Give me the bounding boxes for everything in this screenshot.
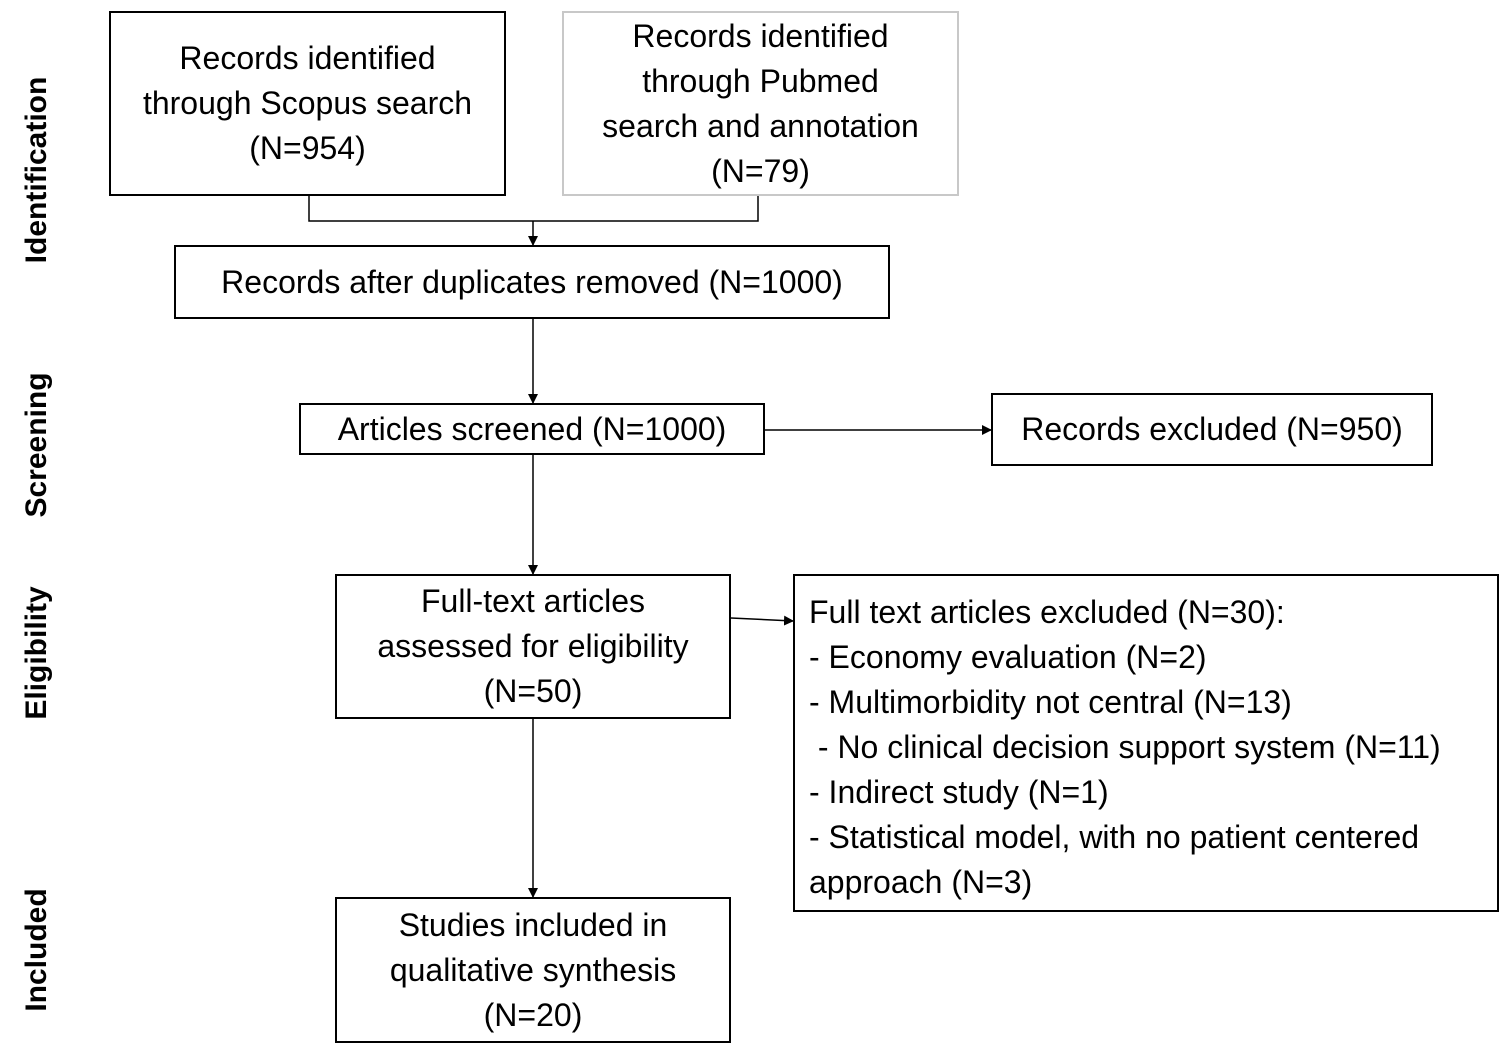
- box-line: qualitative synthesis: [389, 951, 677, 988]
- exclusion-reason: - No clinical decision support system (N…: [809, 729, 1441, 765]
- exclusion-reason: - Indirect study (N=1): [809, 774, 1109, 810]
- box-line: through Scopus search: [142, 85, 473, 121]
- arrow-fulltext-to-excluded: [730, 615, 794, 626]
- duplicates-removed-box: Records after duplicates removed (N=1000…: [174, 245, 890, 319]
- scopus-records-box: Records identified through Scopus search…: [109, 11, 506, 196]
- box-line: search and annotation: [602, 107, 919, 144]
- box-line: (N=50): [483, 673, 583, 709]
- full-text-excluded-box: Full text articles excluded (N=30): - Ec…: [793, 574, 1499, 912]
- exclusion-reason: approach (N=3): [809, 864, 1033, 900]
- box-line: (N=954): [249, 130, 366, 166]
- pubmed-records-box: Records identified through Pubmed search…: [562, 11, 959, 196]
- stage-label-identification: Identification: [20, 76, 53, 264]
- box-line: Articles screened (N=1000): [337, 410, 727, 447]
- stage-label-included: Included: [20, 888, 53, 1012]
- articles-screened-box: Articles screened (N=1000): [299, 403, 765, 455]
- exclusion-reason: - Statistical model, with no patient cen…: [809, 819, 1420, 855]
- box-line: Studies included in: [398, 906, 668, 943]
- stage-label-eligibility: Eligibility: [20, 586, 53, 720]
- exclusion-heading: Full text articles excluded (N=30):: [809, 594, 1285, 630]
- merge-connector: [308, 195, 759, 222]
- box-line: Records identified: [179, 40, 436, 76]
- box-line: Records after duplicates removed (N=1000…: [221, 263, 843, 300]
- box-line: (N=79): [711, 152, 810, 189]
- box-line: Records identified: [632, 17, 889, 54]
- exclusion-reason: - Economy evaluation (N=2): [809, 639, 1207, 675]
- box-line: (N=20): [483, 996, 583, 1033]
- stage-label-screening: Screening: [20, 372, 53, 518]
- box-line: Full-text articles: [420, 583, 646, 619]
- box-line: Records excluded (N=950): [1021, 411, 1403, 447]
- full-text-assessed-box: Full-text articles assessed for eligibil…: [335, 574, 731, 719]
- records-excluded-box: Records excluded (N=950): [991, 393, 1433, 466]
- box-line: assessed for eligibility: [377, 628, 689, 664]
- box-line: through Pubmed: [642, 62, 879, 99]
- exclusion-reason: - Multimorbidity not central (N=13): [809, 684, 1292, 720]
- studies-included-box: Studies included in qualitative synthesi…: [335, 897, 731, 1043]
